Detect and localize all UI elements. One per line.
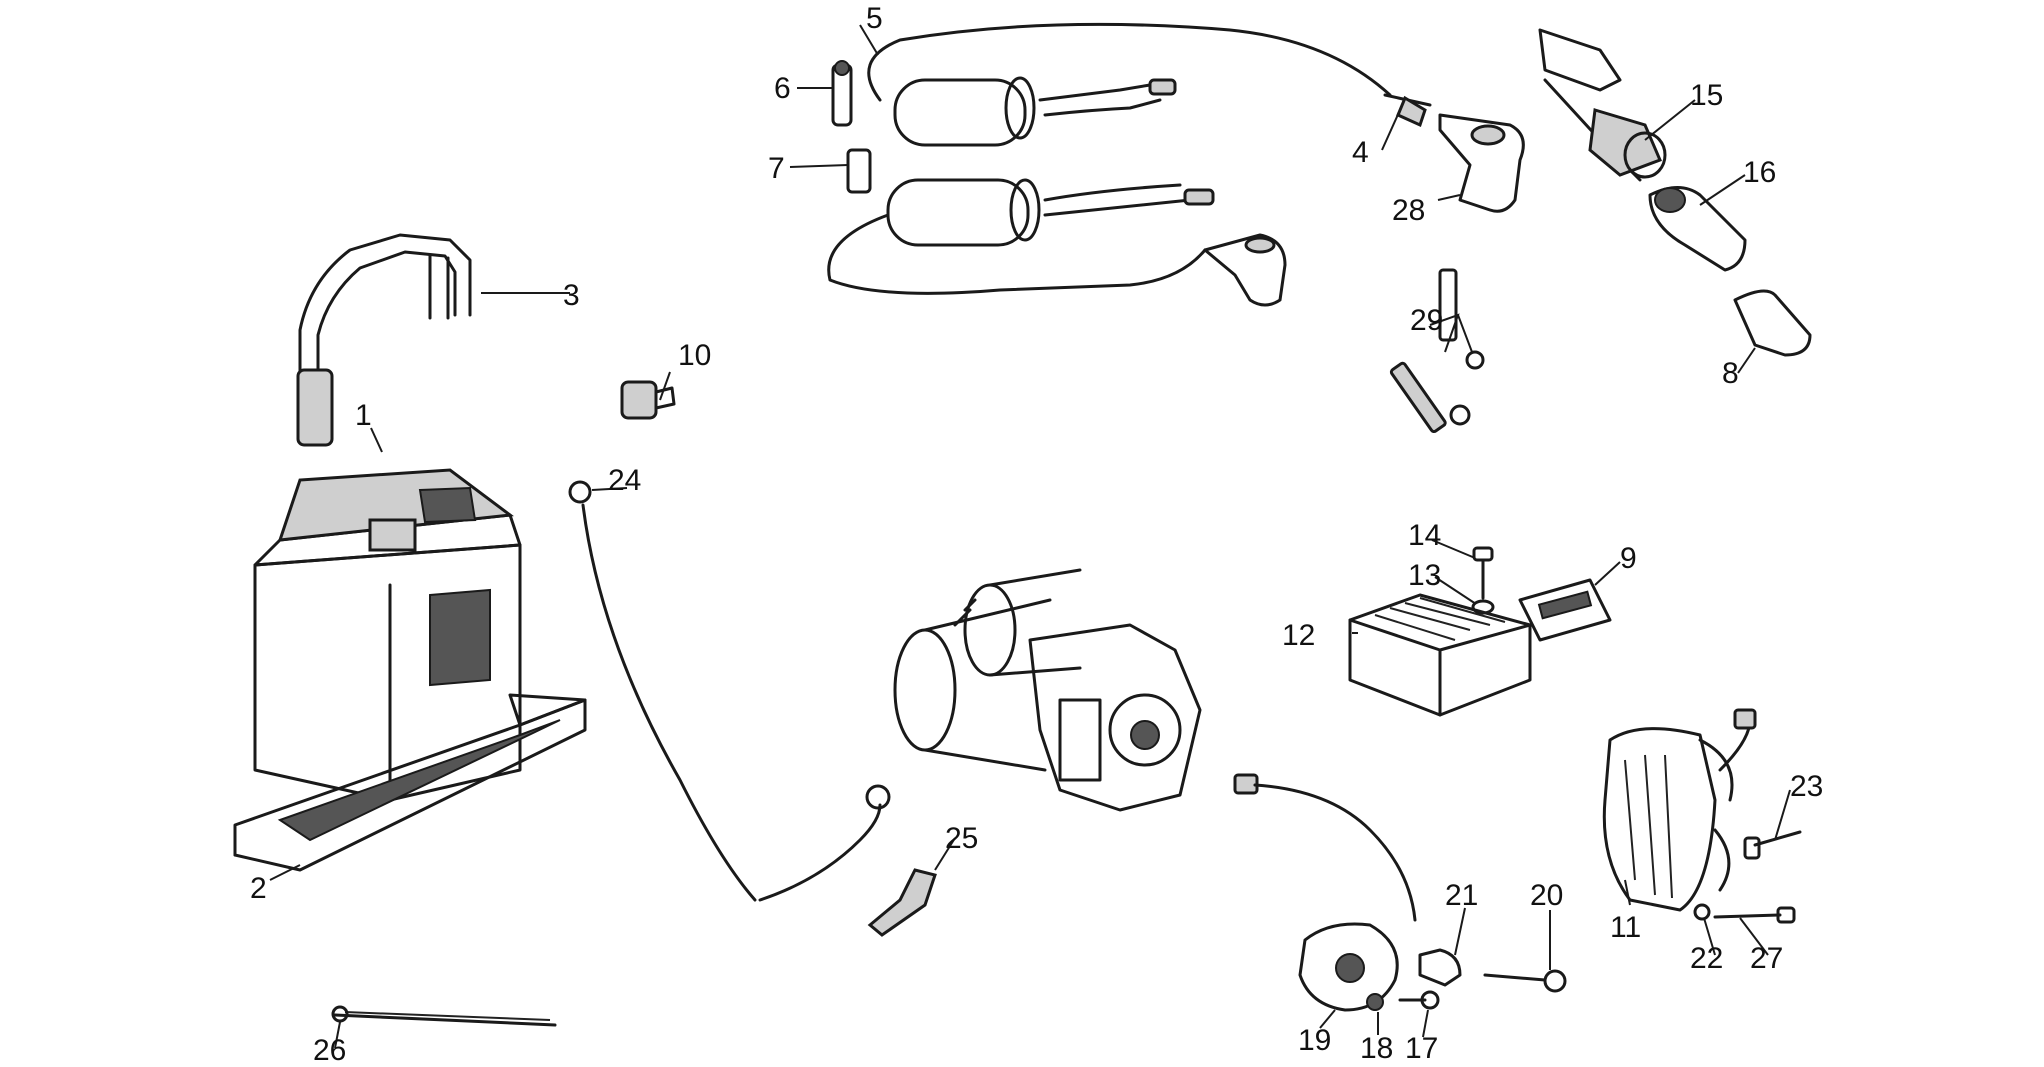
screw-20 <box>1483 969 1567 993</box>
ignition-switch <box>1538 28 1667 182</box>
washer-13 <box>1471 599 1495 615</box>
battery-tray <box>233 693 587 872</box>
callout-3: 3 <box>563 279 580 312</box>
callout-9: 9 <box>1620 542 1637 575</box>
rubber-boot <box>1733 289 1812 357</box>
spark-plugs <box>1389 268 1485 434</box>
callout-17: 17 <box>1405 1032 1438 1065</box>
callout-11: 11 <box>1610 911 1641 944</box>
battery-strap <box>296 233 472 447</box>
callout-10: 10 <box>678 339 711 372</box>
callout-18: 18 <box>1360 1032 1393 1065</box>
battery <box>253 468 522 802</box>
pin-screw <box>831 60 853 127</box>
callout-2: 2 <box>250 872 267 905</box>
callout-27: 27 <box>1750 942 1783 975</box>
plug-cap-28 <box>1438 113 1525 213</box>
callout-4: 4 <box>1352 136 1369 169</box>
callout-8: 8 <box>1722 357 1739 390</box>
battery-cable <box>568 480 891 902</box>
sleeve <box>846 148 872 194</box>
washer-22 <box>1693 903 1711 921</box>
callout-5: 5 <box>866 2 883 35</box>
alternator <box>1602 708 1757 912</box>
callout-7: 7 <box>768 152 785 185</box>
callout-28: 28 <box>1392 194 1425 227</box>
callout-29: 29 <box>1410 304 1443 337</box>
callout-labels: 5 6 7 4 28 29 15 16 8 3 10 1 24 14 13 9 … <box>250 2 1823 1067</box>
callout-15: 15 <box>1690 79 1723 112</box>
callout-21: 21 <box>1445 879 1478 912</box>
callout-16: 16 <box>1743 156 1776 189</box>
voltage-regulator <box>1348 593 1532 717</box>
callout-24: 24 <box>608 464 641 497</box>
connector-9 <box>1518 578 1612 642</box>
cable-terminal <box>867 868 937 937</box>
cable-tie <box>331 1005 557 1027</box>
bolt-23 <box>1743 830 1802 860</box>
callout-1: 1 <box>355 399 372 432</box>
callout-20: 20 <box>1530 879 1563 912</box>
washer-18 <box>1366 993 1384 1011</box>
terminal-cap <box>620 380 676 420</box>
leader-lines <box>269 24 1791 1049</box>
callout-14: 14 <box>1408 519 1441 552</box>
callout-25: 25 <box>945 822 978 855</box>
callout-23: 23 <box>1790 770 1823 803</box>
pickup-sensor <box>1233 773 1417 1012</box>
screw-14 <box>1472 546 1494 600</box>
screw-17 <box>1398 990 1440 1010</box>
callout-22: 22 <box>1690 942 1723 975</box>
sensor-21 <box>1418 948 1462 987</box>
switch-16 <box>1648 186 1747 272</box>
plug-cap-lower <box>1203 233 1287 307</box>
plug-cap-4 <box>1383 93 1432 128</box>
bolt-27 <box>1713 906 1796 924</box>
callout-26: 26 <box>313 1034 346 1067</box>
ignition-coils <box>827 22 1392 295</box>
callout-13: 13 <box>1408 559 1441 592</box>
callout-19: 19 <box>1298 1024 1331 1057</box>
callout-6: 6 <box>774 72 791 105</box>
callout-12: 12 <box>1282 619 1315 652</box>
starter-motor <box>893 568 1202 812</box>
